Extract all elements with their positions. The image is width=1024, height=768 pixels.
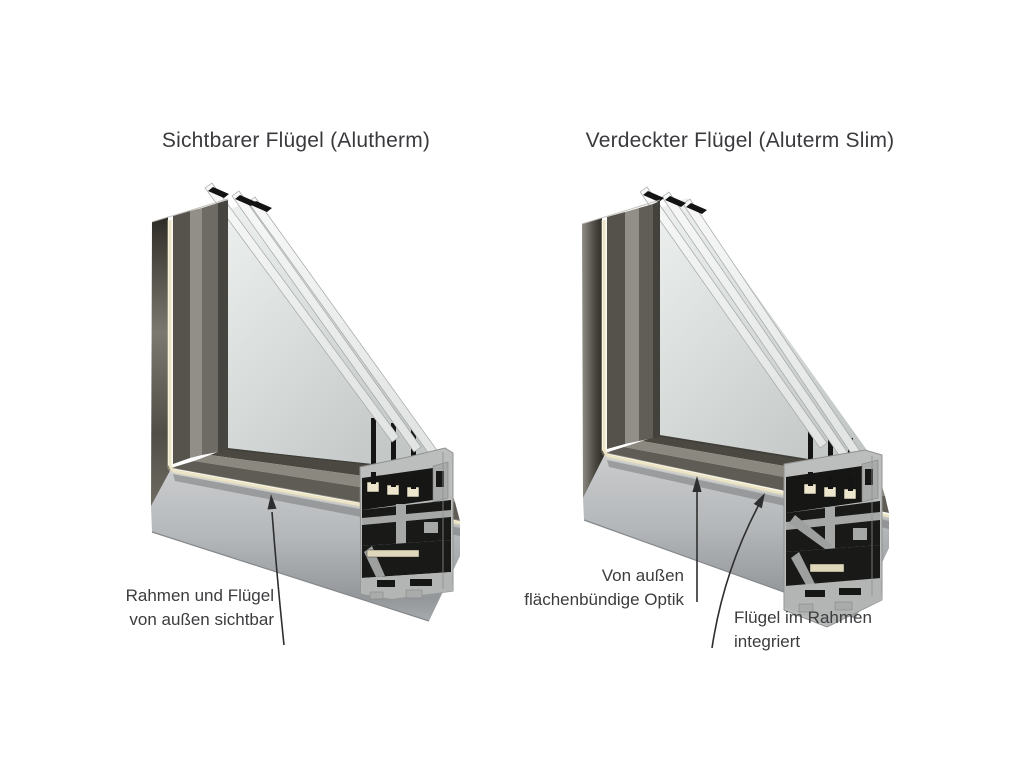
left-annotation-arrow (267, 494, 285, 646)
profile-cross-section (783, 449, 883, 628)
frame-jamb (581, 199, 661, 498)
integrated-sash-arrow (711, 493, 765, 649)
annotation-visible-frame: Rahmen und Flügel von außen sichtbar (90, 584, 274, 632)
glass-panes (204, 182, 445, 502)
glass-panes (639, 186, 879, 512)
annotation-line: flächenbündige Optik (524, 590, 684, 609)
annotation-line: Rahmen und Flügel (125, 586, 274, 605)
frame-jamb (151, 198, 229, 506)
profile-cross-section (359, 447, 454, 600)
gasket-line (601, 220, 890, 519)
left-profile-illustration (151, 182, 461, 622)
annotation-line: Von außen (601, 566, 684, 585)
right-profile-illustration (581, 186, 890, 628)
annotation-line: von außen sichtbar (129, 610, 274, 629)
panel-title-left: Sichtbarer Flügel (Alutherm) (161, 129, 431, 152)
annotation-line: Flügel im Rahmen (734, 608, 872, 627)
annotation-flush-look: Von außen flächenbündige Optik (500, 564, 684, 612)
annotation-line: integriert (734, 632, 801, 651)
annotation-integrated-sash: Flügel im Rahmen integriert (734, 606, 904, 654)
flush-look-arrow (692, 476, 702, 602)
gasket-line (167, 220, 461, 526)
panel-title-right: Verdeckter Flügel (Aluterm Slim) (585, 129, 895, 152)
